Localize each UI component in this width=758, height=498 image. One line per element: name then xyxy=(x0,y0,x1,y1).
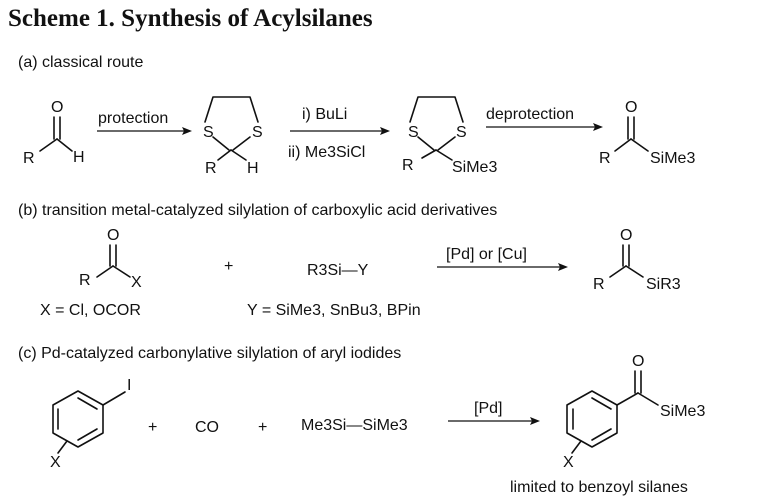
aldehyde-r-bond xyxy=(39,138,58,152)
product-a-simethyl: SiMe3 xyxy=(650,150,695,167)
product-c-ring xyxy=(566,390,618,448)
dithiane-2-ring-top xyxy=(409,96,464,123)
dithiane-1-sulfur-2: S xyxy=(252,124,263,141)
arrowhead-b xyxy=(558,263,568,271)
product-a-r: R xyxy=(599,150,611,167)
disilane: Me3Si—SiMe3 xyxy=(301,417,408,434)
aryl-inner-bond-3 xyxy=(77,428,98,441)
product-c-si-bond xyxy=(637,392,659,406)
dithiane-2-r-bond xyxy=(421,149,437,159)
dithiane-2-simethyl: SiMe3 xyxy=(452,159,497,176)
arrowhead-protection xyxy=(182,127,192,135)
aryl-iodide-structure: I X xyxy=(50,377,131,471)
aldehyde-r: R xyxy=(23,150,35,167)
dithiane-1-ring-top xyxy=(204,96,259,123)
dithiane-2-s1-c-bond xyxy=(417,136,435,151)
product-a-r-bond xyxy=(614,138,632,152)
product-c-x: X xyxy=(563,454,574,471)
aryl-inner-bond-2 xyxy=(77,397,98,410)
dithiane-2-si-bond xyxy=(435,149,453,161)
aldehyde-h-bond xyxy=(56,138,73,152)
aryl-ring xyxy=(52,390,104,448)
aldehyde-h: H xyxy=(73,149,85,166)
acylsilane-product-a: O R SiMe3 xyxy=(599,99,695,167)
section-b-label: (b) transition metal-catalyzed silylatio… xyxy=(18,202,497,219)
product-c-simethyl: SiMe3 xyxy=(660,403,705,420)
dithiane-1-structure: S S R H xyxy=(203,96,263,177)
product-c-ring-co-bond xyxy=(616,392,639,406)
acyl-oxygen: O xyxy=(107,227,119,244)
dithiane-2-s2-c-bond xyxy=(437,136,456,151)
acyl-r: R xyxy=(79,272,91,289)
dithiane-1-s2-c-bond xyxy=(232,136,251,151)
x-definition: X = Cl, OCOR xyxy=(40,302,141,319)
product-c-x-bond xyxy=(571,440,582,454)
product-b-sir3: SiR3 xyxy=(646,276,681,293)
product-b-si-bond xyxy=(625,265,644,278)
y-definition: Y = SiMe3, SnBu3, BPin xyxy=(247,302,421,319)
dithiane-2-r: R xyxy=(402,157,414,174)
product-c-inner-bond-3 xyxy=(591,428,612,441)
aryl-ci-bond xyxy=(102,391,126,406)
dithiane-2-structure: S S R SiMe3 xyxy=(402,96,497,176)
dithiane-1-r: R xyxy=(205,160,217,177)
plus-c-2: + xyxy=(258,419,267,436)
scope-note: limited to benzoyl silanes xyxy=(510,479,688,496)
acyl-x-bond xyxy=(112,265,131,278)
arrowhead-c xyxy=(530,417,540,425)
plus-b: + xyxy=(224,258,233,275)
product-b-r: R xyxy=(593,276,605,293)
section-c-label: (c) Pd-catalyzed carbonylative silylatio… xyxy=(18,345,401,362)
product-b-r-bond xyxy=(609,265,627,278)
step-tmscl-label: ii) Me3SiCl xyxy=(288,144,365,161)
step-protection-label: protection xyxy=(98,110,168,127)
carbon-monoxide: CO xyxy=(195,419,219,436)
aryl-x-bond xyxy=(57,440,68,454)
product-a-oxygen: O xyxy=(625,99,637,116)
dithiane-1-sulfur-1: S xyxy=(203,124,214,141)
product-a-si-bond xyxy=(630,138,649,152)
acyl-derivative-structure: O R X xyxy=(79,227,142,291)
product-b-oxygen: O xyxy=(620,227,632,244)
dithiane-1-h-bond xyxy=(230,149,247,161)
benzoylsilane-product-c: O SiMe3 X xyxy=(563,353,705,471)
dithiane-2-sulfur-2: S xyxy=(456,124,467,141)
arrowhead-silylation xyxy=(380,127,390,135)
catalyst-b: [Pd] or [Cu] xyxy=(446,246,527,263)
acyl-r-bond xyxy=(96,265,114,278)
aryl-iodine: I xyxy=(127,377,131,394)
product-c-inner-bond-2 xyxy=(591,397,612,410)
step-deprotection-label: deprotection xyxy=(486,106,574,123)
dithiane-1-h: H xyxy=(247,160,259,177)
aldehyde-oxygen: O xyxy=(51,99,63,116)
plus-c-1: + xyxy=(148,419,157,436)
step-buli-label: i) BuLi xyxy=(302,106,347,123)
aldehyde-structure: O R H xyxy=(23,99,85,167)
acylsilane-product-b: O R SiR3 xyxy=(593,227,681,293)
arrowhead-deprotection xyxy=(593,123,603,131)
acyl-x: X xyxy=(131,274,142,291)
product-c-oxygen: O xyxy=(632,353,644,370)
dithiane-1-s1-c-bond xyxy=(212,136,230,151)
dithiane-1-r-bond xyxy=(217,149,232,161)
section-a-label: (a) classical route xyxy=(18,54,143,71)
catalyst-c: [Pd] xyxy=(474,400,502,417)
scheme-title: Scheme 1. Synthesis of Acylsilanes xyxy=(8,5,373,32)
aryl-x: X xyxy=(50,454,61,471)
dithiane-2-sulfur-1: S xyxy=(408,124,419,141)
silyl-reagent: R3Si—Y xyxy=(307,262,369,279)
